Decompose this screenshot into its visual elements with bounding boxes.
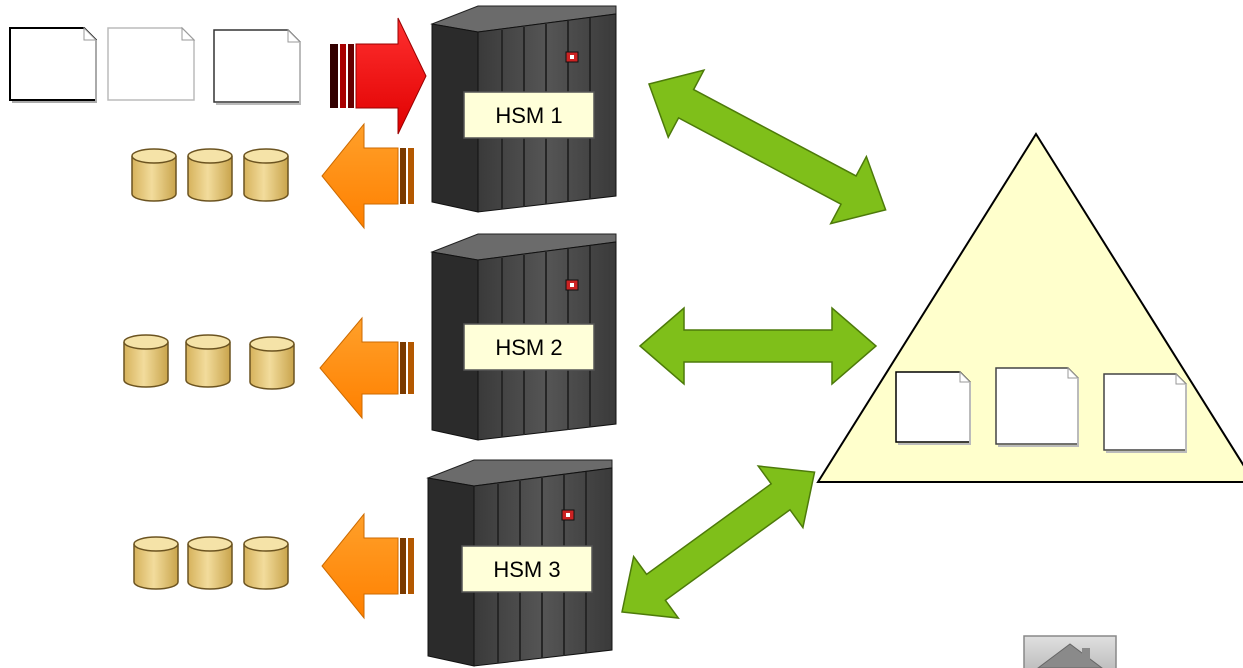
cylinder-icon: [243, 148, 289, 202]
output-arrow-3: [321, 512, 414, 620]
cylinder-icon: [133, 536, 179, 590]
cylinder-icon: [131, 148, 177, 202]
server-tower-icon: HSM 3: [426, 459, 613, 667]
link-arrow-3: [621, 465, 816, 619]
storage-group-1: [131, 148, 289, 202]
output-arrow-1: [321, 122, 414, 230]
server-tower-icon: HSM 2: [430, 233, 617, 441]
document-icon: [1103, 372, 1188, 453]
input-documents: [9, 26, 302, 105]
document-icon: [995, 366, 1080, 447]
document-icon: [895, 370, 972, 445]
cylinder-icon: [187, 536, 233, 590]
cylinder-icon: [187, 148, 233, 202]
cylinder-icon: [123, 334, 169, 388]
document-icon: [213, 28, 302, 105]
hsm3-label: HSM 3: [493, 557, 560, 582]
storage-group-3: [133, 536, 289, 590]
output-arrow-2: [319, 316, 414, 420]
input-arrow: [330, 17, 427, 135]
home-button[interactable]: [1023, 635, 1117, 668]
storage-group-2: [123, 334, 295, 390]
document-icon: [107, 26, 196, 101]
hsm2-label: HSM 2: [495, 335, 562, 360]
link-arrow-1: [648, 69, 887, 225]
cylinder-icon: [243, 536, 289, 590]
server-tower-icon: HSM 1: [430, 5, 617, 213]
cylinder-icon: [185, 334, 231, 388]
triangle-repository-icon: [816, 132, 1243, 483]
document-icon: [9, 26, 98, 103]
link-arrow-2: [638, 306, 878, 386]
hsm1-label: HSM 1: [495, 103, 562, 128]
cylinder-icon: [249, 336, 295, 390]
